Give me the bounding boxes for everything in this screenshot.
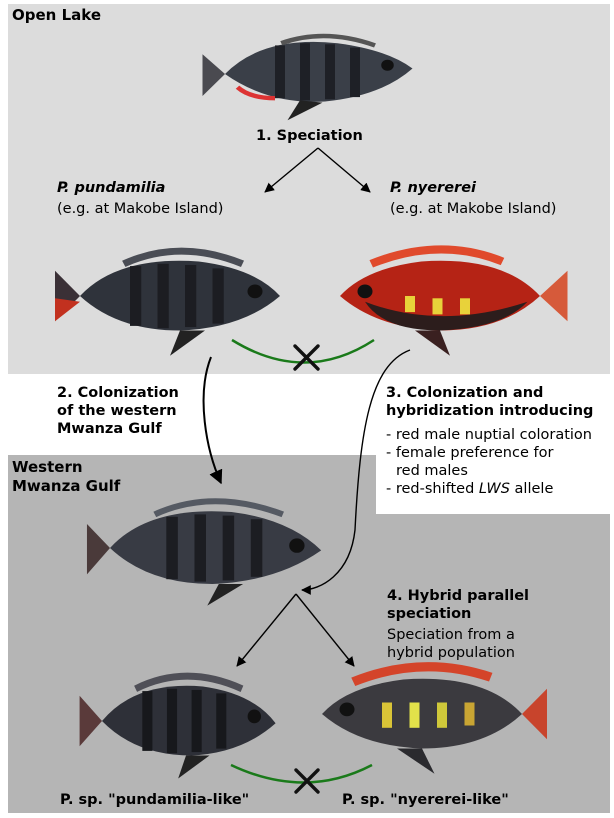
arrow-to-pundamilia-like: [237, 594, 296, 666]
region-label-western-mwanza-gulf: Western Mwanza Gulf: [12, 458, 120, 496]
step3-item: red males: [386, 462, 592, 480]
pundamilia-name: P. pundamilia: [57, 179, 165, 197]
gulf-founder-fish-illustration: [87, 501, 321, 605]
ancestral-fish-illustration: [203, 36, 413, 120]
pundamilia-fish-illustration: [55, 251, 280, 356]
nyererei-fish-illustration: [340, 249, 568, 355]
arrow-to-pundamilia: [265, 148, 318, 192]
step3-title: 3. Colonization and hybridization introd…: [386, 384, 593, 420]
pundamilia-like-label: P. sp. "pundamilia-like": [60, 791, 249, 809]
step3-list: - red male nuptial coloration - female p…: [386, 426, 592, 498]
arrow-to-nyererei: [318, 148, 370, 192]
colonization-arrow: [204, 357, 221, 483]
step3-item: - female preference for: [386, 444, 592, 462]
nyererei-location: (e.g. at Makobe Island): [390, 200, 556, 218]
nyererei-like-fish-illustration: [322, 667, 547, 774]
step4-title: 4. Hybrid parallel speciation: [387, 587, 529, 623]
step4-description: Speciation from a hybrid population: [387, 626, 515, 662]
step3-item: - red male nuptial coloration: [386, 426, 592, 444]
pundamilia-like-fish-illustration: [80, 676, 276, 778]
arrow-to-nyererei-like: [296, 594, 354, 666]
nyererei-name: P. nyererei: [390, 179, 476, 197]
pundamilia-location: (e.g. at Makobe Island): [57, 200, 223, 218]
step3-item: - red-shifted LWS allele: [386, 480, 592, 498]
step1-label: 1. Speciation: [256, 127, 363, 145]
region-label-open-lake: Open Lake: [12, 6, 101, 24]
nyererei-like-label: P. sp. "nyererei-like": [342, 791, 509, 809]
top-reproductive-barrier-cross-icon: [295, 346, 318, 369]
step2-label: 2. Colonization of the western Mwanza Gu…: [57, 384, 179, 438]
